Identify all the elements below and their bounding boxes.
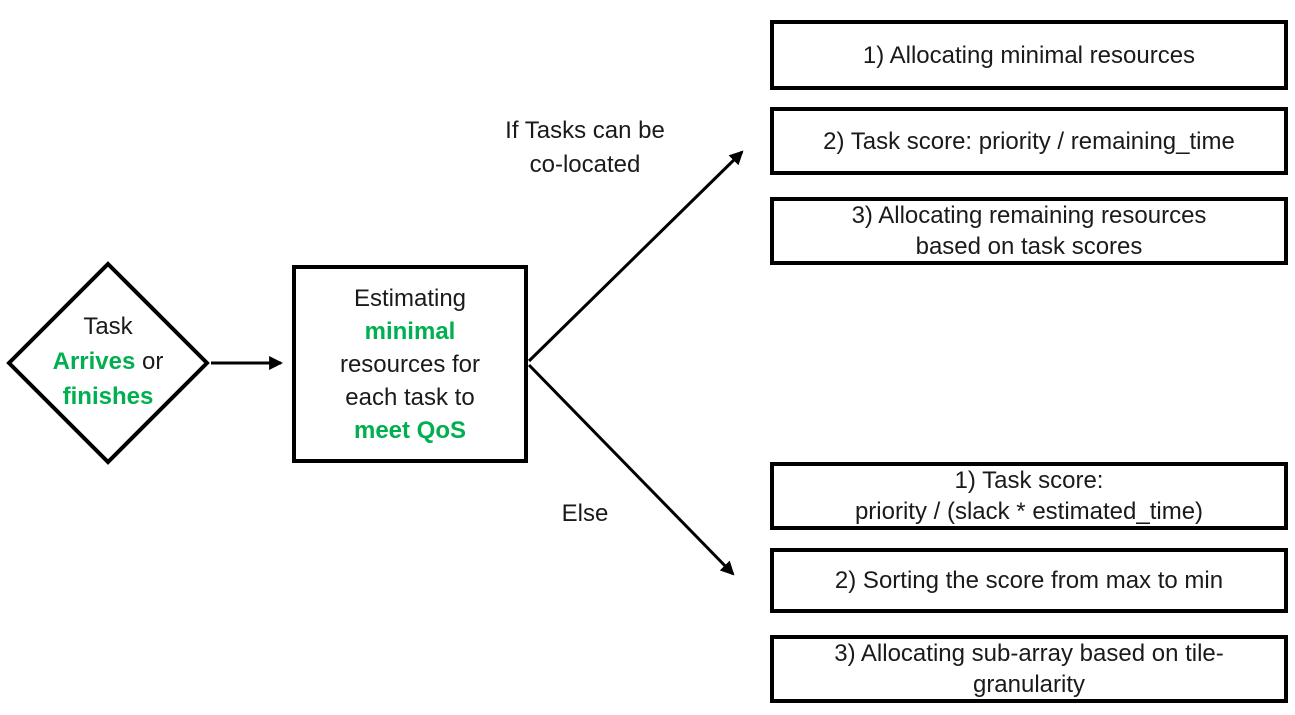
colocated-step-1-line-1: 1) Allocating minimal resources xyxy=(862,41,1196,69)
else-step-2-line-1: 2) Sorting the score from max to min xyxy=(834,567,1224,594)
else-step-3-box: 3) Allocating sub-array based on tile- g… xyxy=(770,635,1288,703)
start-diamond-shape xyxy=(6,261,210,465)
colocated-step-3-line-1: 3) Allocating remaining resources xyxy=(851,202,1207,229)
colocated-condition-label: If Tasks can be co-located xyxy=(450,114,720,182)
else-step-1-line-1: 1) Task score: xyxy=(954,467,1104,494)
start-node-line-2: Arrives or xyxy=(8,344,208,379)
process-line-2: minimal xyxy=(364,317,456,345)
colocated-step-2-line-1: 2) Task score: priority / remaining_time xyxy=(823,127,1235,155)
estimate-resources-process-box: Estimating minimal resources for each ta… xyxy=(292,265,528,463)
process-line-3: resources for xyxy=(339,350,481,378)
colocated-step-3-line-2: based on task scores xyxy=(915,233,1143,260)
start-node-line-3: finishes xyxy=(62,383,154,410)
else-step-3-line-1: 3) Allocating sub-array based on tile- xyxy=(834,640,1224,667)
colocated-step-1-box: 1) Allocating minimal resources xyxy=(770,20,1288,90)
colocated-step-3-box: 3) Allocating remaining resources based … xyxy=(770,197,1288,265)
else-step-3-line-2: granularity xyxy=(972,671,1086,698)
start-node-label: Task Arrives or finishes xyxy=(8,309,208,414)
colocated-step-2-box: 2) Task score: priority / remaining_time xyxy=(770,107,1288,175)
start-node-line-1: Task xyxy=(83,313,133,340)
colocated-condition-line-1: If Tasks can be xyxy=(505,117,665,144)
process-line-1: Estimating xyxy=(353,284,467,312)
else-step-2-box: 2) Sorting the score from max to min xyxy=(770,548,1288,613)
process-line-4: each task to xyxy=(345,383,475,411)
colocated-condition-line-2: co-located xyxy=(529,151,641,178)
else-condition-label: Else xyxy=(561,500,609,527)
arrow-colocated-branch xyxy=(527,150,744,363)
else-step-1-box: 1) Task score: priority / (slack * estim… xyxy=(770,462,1288,530)
start-node-or-text: or xyxy=(135,348,164,375)
process-line-5: meet QoS xyxy=(353,416,467,444)
else-step-1-line-2: priority / (slack * estimated_time) xyxy=(854,498,1204,525)
start-node-arrives-text: Arrives xyxy=(52,348,136,375)
arrow-else-branch xyxy=(527,363,735,576)
